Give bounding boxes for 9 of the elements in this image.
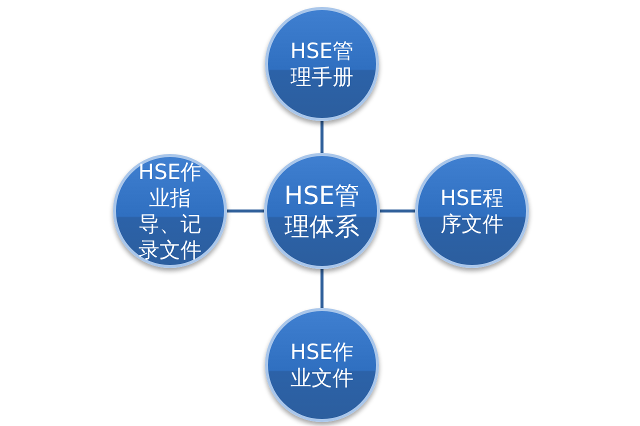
connector-line <box>320 269 324 308</box>
node-label: HSE管理体系 <box>283 180 361 242</box>
node-label: HSE程序文件 <box>439 185 505 237</box>
node-label: HSE管理手册 <box>289 38 355 90</box>
connector-line <box>227 210 264 212</box>
node-label: HSE作业指导、记录文件 <box>137 159 203 263</box>
node-label: HSE作业文件 <box>289 339 355 391</box>
connector-line <box>320 121 324 153</box>
connector-line <box>380 210 415 212</box>
